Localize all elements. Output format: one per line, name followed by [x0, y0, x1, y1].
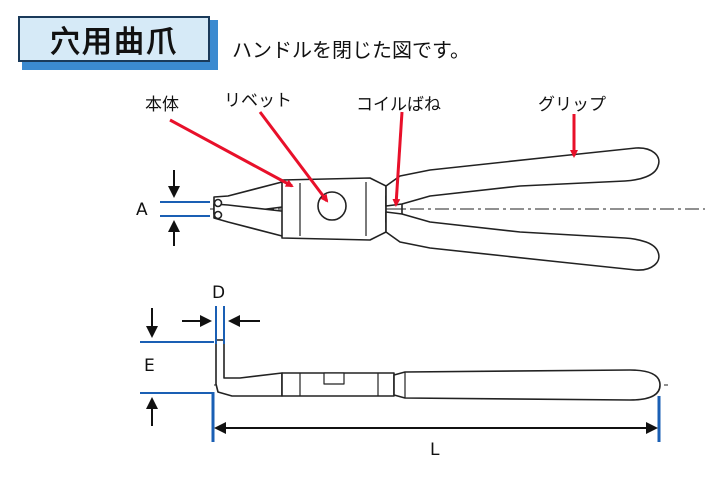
title-badge-text: 穴用曲爪: [18, 16, 210, 62]
subtitle: ハンドルを閉じた図です。: [232, 38, 470, 62]
label-dim-e: E: [144, 356, 155, 376]
arrow-coil-spring: [392, 111, 404, 207]
jaw-tip-lower: [213, 210, 223, 220]
dimension-a: [160, 170, 210, 246]
label-dim-d: D: [212, 283, 226, 303]
jaw-tip-upper: [213, 198, 223, 208]
label-coil-spring: コイルばね: [356, 95, 441, 115]
label-dim-l: L: [430, 440, 440, 460]
title-badge: 穴用曲爪: [18, 16, 218, 70]
dimension-l: [211, 392, 661, 442]
side-bent-jaw: [215, 339, 283, 397]
label-body: 本体: [145, 95, 179, 115]
pliers-top-view: [210, 147, 705, 271]
arrow-rivet: [258, 111, 329, 203]
label-grip: グリップ: [538, 95, 606, 115]
lower-handle: [385, 211, 660, 271]
callout-arrows: [169, 111, 578, 207]
pliers-side-view: [214, 339, 668, 401]
dimension-e: [140, 308, 214, 426]
dimension-d: [182, 306, 260, 344]
side-handle: [393, 369, 661, 401]
label-dim-a: A: [136, 200, 148, 220]
label-rivet: リベット: [224, 91, 292, 111]
arrow-body: [169, 118, 294, 188]
upper-handle: [385, 147, 660, 207]
